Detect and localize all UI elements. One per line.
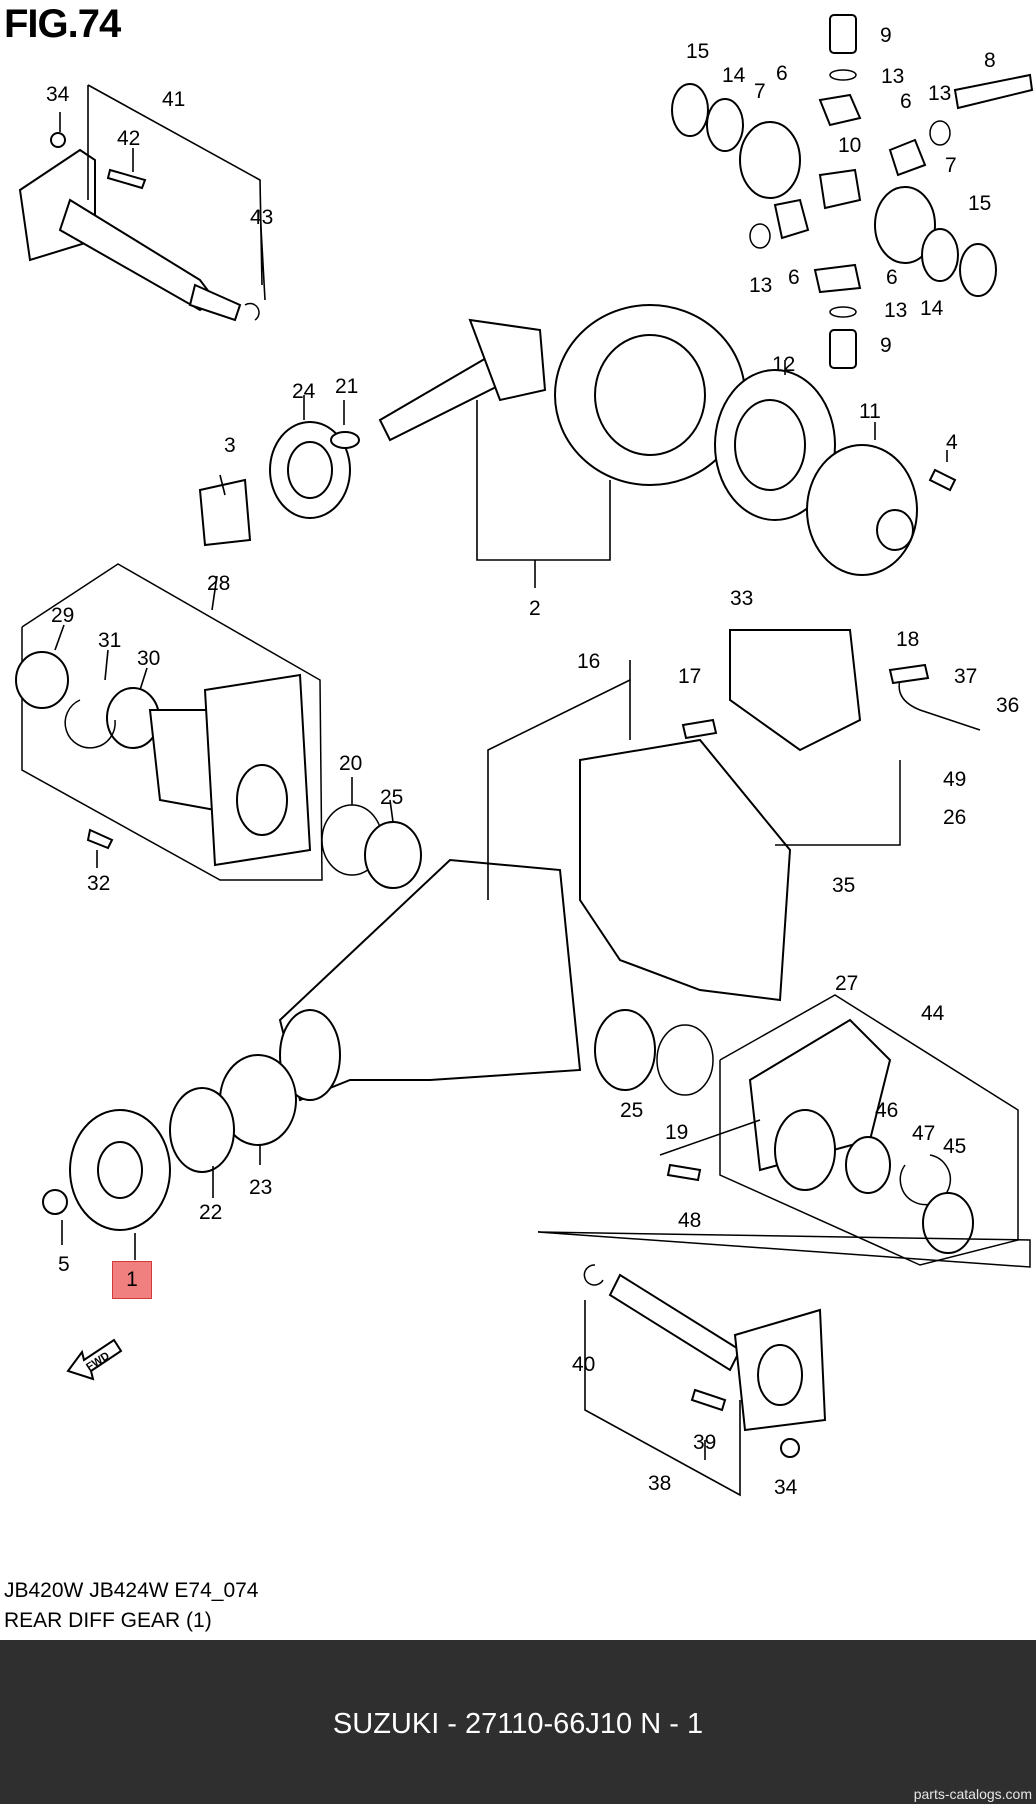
callout-7-mid: 7 (945, 154, 957, 177)
callout-28: 28 (207, 572, 230, 595)
seals-bearings-drawing (42, 804, 714, 1231)
axle-shaft-left-drawing (18, 132, 260, 322)
callout-14-low: 14 (920, 297, 944, 320)
callout-21: 21 (335, 375, 358, 398)
callout-38: 38 (648, 1472, 671, 1495)
callout-16: 16 (577, 650, 600, 673)
callout-19: 19 (665, 1121, 688, 1144)
callout-4: 4 (946, 431, 958, 454)
caption-section-line: REAR DIFF GEAR (1) (4, 1609, 212, 1632)
callout-43: 43 (250, 206, 273, 229)
callout-14-top: 14 (722, 64, 746, 87)
caption-model-line: JB420W JB424W E74_074 (4, 1579, 259, 1602)
callout-49: 49 (943, 768, 966, 791)
callout-8: 8 (984, 49, 996, 72)
pinion-ring-gear-drawing (198, 304, 746, 588)
callout-27: 27 (835, 972, 858, 995)
callout-23: 23 (249, 1176, 272, 1199)
callout-47: 47 (912, 1122, 935, 1145)
callout-37: 37 (954, 665, 977, 688)
callout-labels: 34 41 42 43 15 14 7 6 9 13 8 13 6 10 7 1… (46, 24, 1019, 1499)
callout-24: 24 (292, 380, 316, 403)
callout-30: 30 (137, 647, 160, 670)
leader-lines (54, 84, 948, 1260)
callout-22: 22 (199, 1201, 222, 1224)
callout-6-low2: 6 (886, 266, 898, 289)
watermark: parts-catalogs.com (913, 1786, 1032, 1802)
callout-9-low: 9 (880, 334, 892, 357)
callout-25-low: 25 (620, 1099, 643, 1122)
callout-40: 40 (572, 1353, 595, 1376)
callout-13-b: 13 (928, 82, 951, 105)
callout-35: 35 (832, 874, 855, 897)
callout-41: 41 (162, 88, 185, 111)
callout-13-d: 13 (884, 299, 907, 322)
callout-18: 18 (896, 628, 919, 651)
callout-5: 5 (58, 1253, 70, 1276)
callout-36: 36 (996, 694, 1019, 717)
callout-11: 11 (859, 400, 881, 423)
right-cover-box (659, 994, 1019, 1266)
callout-46: 46 (875, 1099, 898, 1122)
callout-10: 10 (838, 134, 861, 157)
axle-shaft-right-drawing (537, 1231, 1031, 1497)
callout-3: 3 (224, 434, 236, 457)
callout-26: 26 (943, 806, 966, 829)
diagram-area: 34 41 42 43 15 14 7 6 9 13 8 13 6 10 7 1… (4, 2, 1034, 1636)
callout-6-low: 6 (788, 266, 800, 289)
callout-42: 42 (117, 127, 140, 150)
callout-33: 33 (730, 587, 753, 610)
callout-15-top: 15 (686, 40, 709, 63)
callout-44: 44 (921, 1002, 945, 1025)
figure-title: FIG.74 (4, 2, 121, 46)
part-number-text: SUZUKI - 27110-66J10 N - 1 (332, 1708, 704, 1740)
callout-12: 12 (772, 353, 795, 376)
callout-7-top: 7 (754, 80, 766, 103)
callout-39: 39 (693, 1431, 716, 1454)
footer-bar: SUZUKI - 27110-66J10 N - 1 parts-catalog… (0, 1640, 1036, 1804)
callout-20: 20 (339, 752, 362, 775)
callout-2: 2 (529, 597, 541, 620)
callout-45: 45 (943, 1135, 966, 1158)
fwd-arrow (66, 1338, 123, 1381)
exploded-parts-diagram: 34 41 42 43 15 14 7 6 9 13 8 13 6 10 7 1… (15, 14, 1034, 1499)
callout-48: 48 (678, 1209, 701, 1232)
callout-34-top: 34 (46, 83, 70, 106)
callout-32: 32 (87, 872, 110, 895)
left-cover-box (15, 563, 323, 881)
callout-6-top: 6 (776, 62, 788, 85)
callout-29: 29 (51, 604, 74, 627)
callout-6-mid: 6 (900, 90, 912, 113)
differential-case-drawing (671, 14, 1034, 576)
callout-25-top: 25 (380, 786, 403, 809)
callout-17: 17 (678, 665, 701, 688)
callout-13-c: 13 (749, 274, 772, 297)
callout-15-mid: 15 (968, 192, 991, 215)
callout-13-a: 13 (881, 65, 904, 88)
callout-31: 31 (98, 629, 121, 652)
callout-9-top: 9 (880, 24, 892, 47)
highlighted-part-callout[interactable]: 1 (112, 1261, 152, 1299)
differential-housing-drawing (278, 629, 981, 1102)
figure-caption: JB420W JB424W E74_074 REAR DIFF GEAR (1) (4, 1576, 258, 1636)
callout-34-low: 34 (774, 1476, 798, 1499)
